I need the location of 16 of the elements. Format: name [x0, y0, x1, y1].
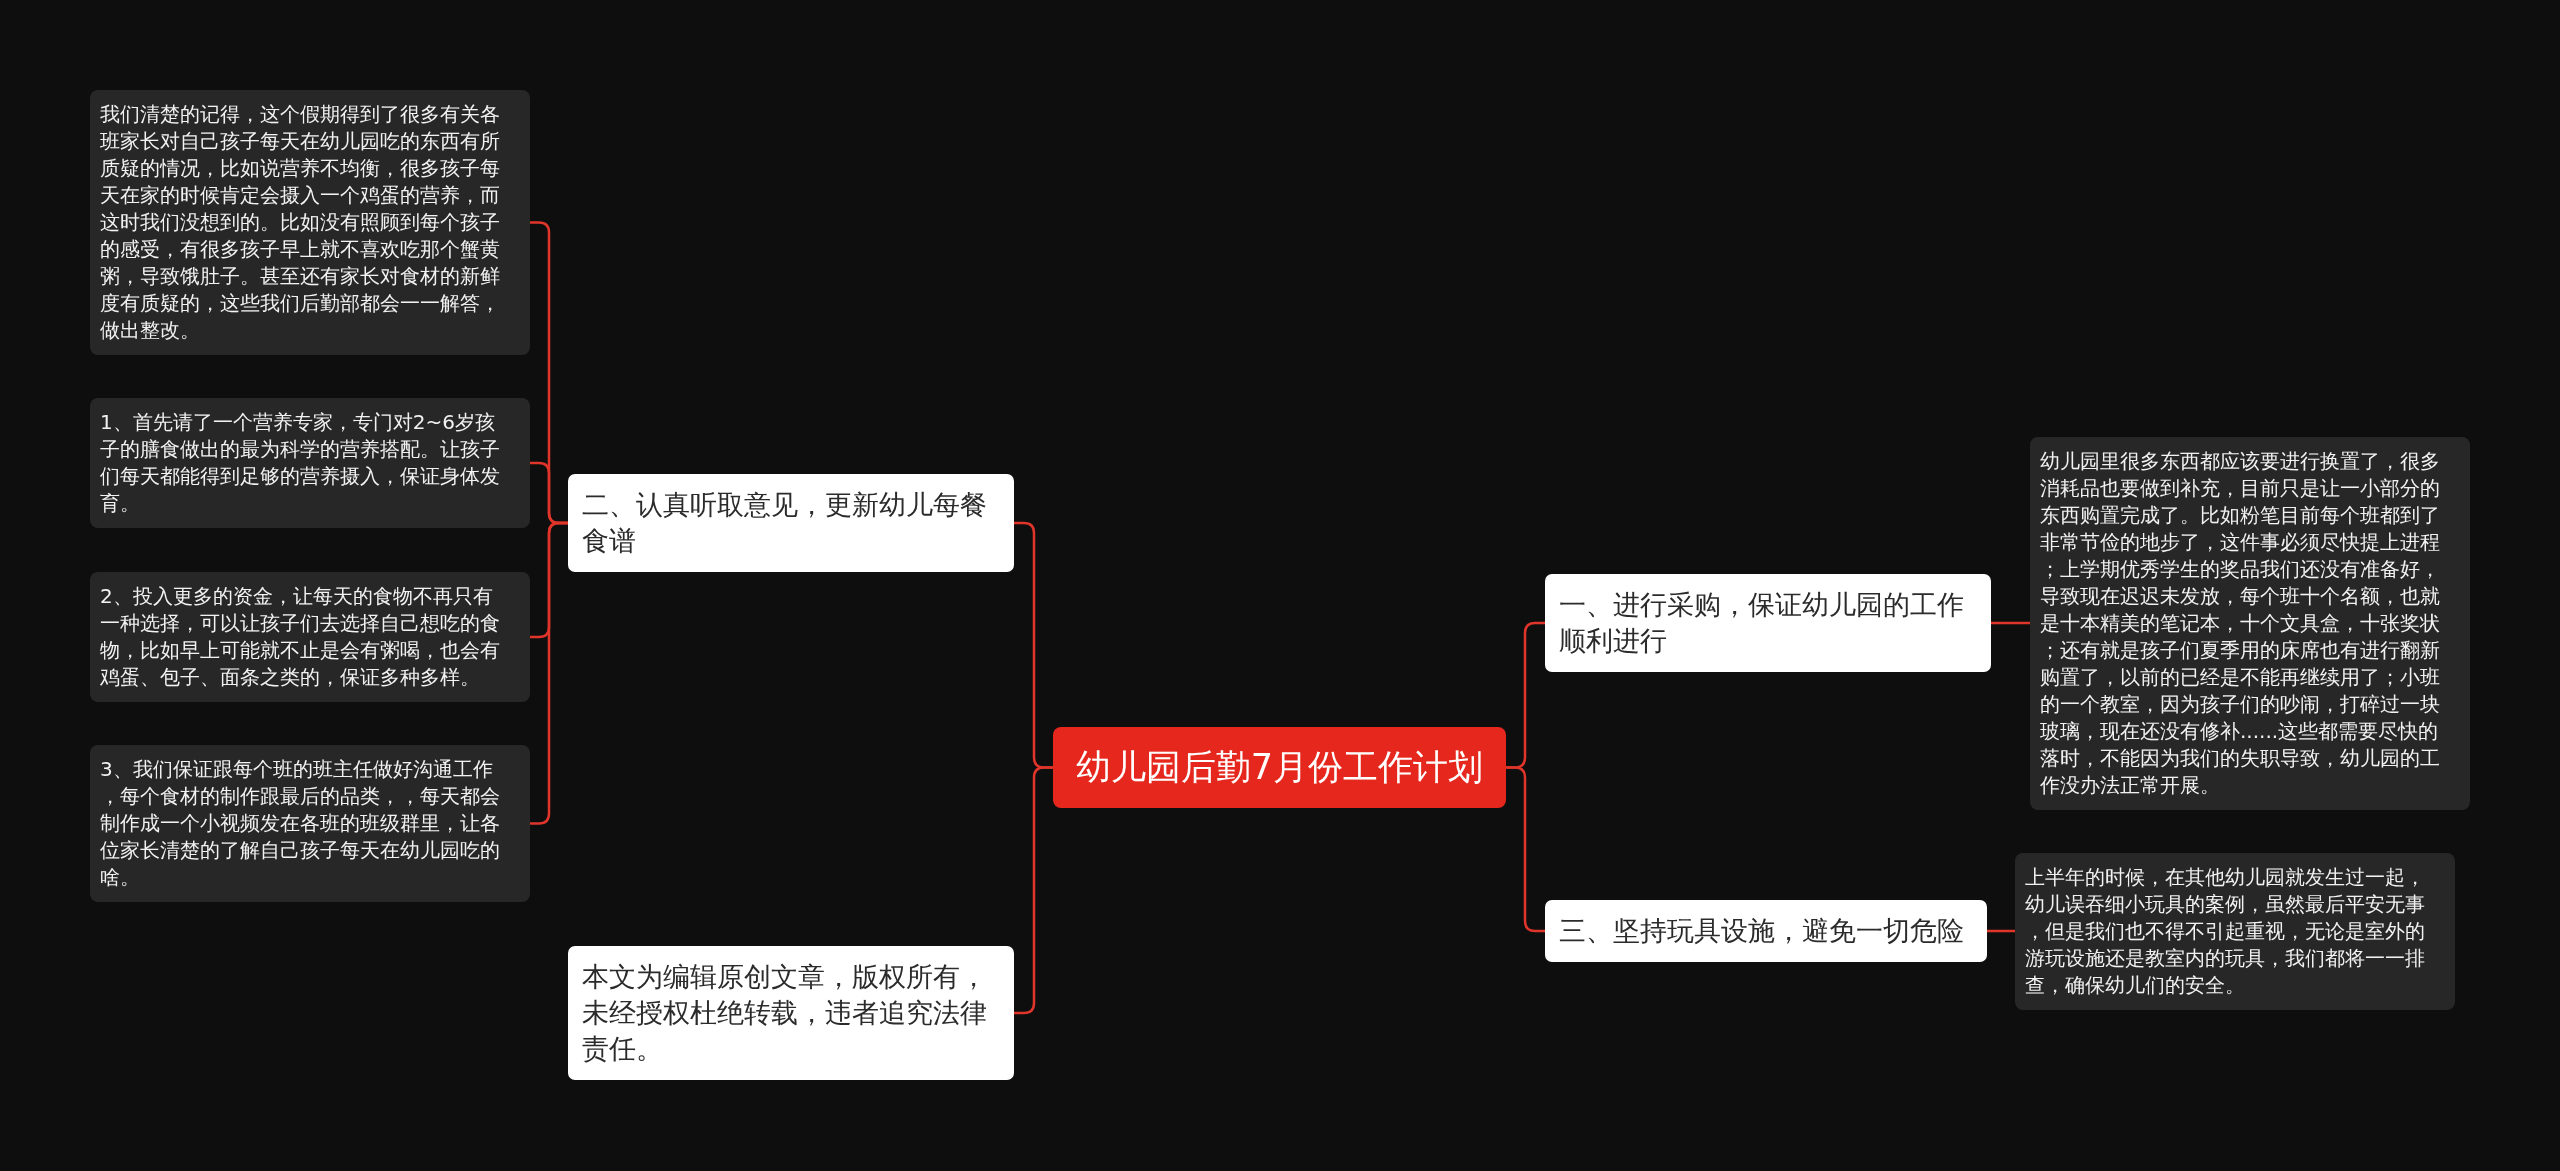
note-card: 1、首先请了一个营养专家，专门对2~6岁孩子的膳食做出的最为科学的营养搭配。让孩子们每天都能得到足够的营养摄入，保证身体发育。	[90, 398, 530, 528]
note-card: 3、我们保证跟每个班的班主任做好沟通工作，每个食材的制作跟最后的品类，，每天都会制作成一个小视频发在各班的班级群里，让各位家长清楚的了解自己孩子每天在幼儿园吃的啥。	[90, 745, 530, 902]
connector-line	[1014, 766, 1053, 1015]
connector-line	[1991, 621, 2030, 625]
central-topic: 幼儿园后勤7月份工作计划	[1053, 727, 1506, 808]
connector-line	[530, 521, 568, 825]
note-card: 幼儿园里很多东西都应该要进行换置了，很多消耗品也要做到补充，目前只是让一小部分的东西购置完成了。比如粉笔目前每个班都到了非常节俭的地步了，这件事必须尽快提上进程；上学期优秀学生的奖品我们还没有准备好，导致现在迟迟未发放，每个班十个名额，也就是十本精美的笔记本，十个文具盒，十张奖状；还有就是孩子们夏季用的床席也有进行翻新购置了，以前的已经是不能再继续用了；小班的一个教室，因为孩子们的吵闹，打碎过一块玻璃，现在还没有修补......这些都需要尽快的落时，不能因为我们的失职导致，幼儿园的工作没办法正常开展。	[2030, 437, 2470, 810]
connector-line	[1506, 766, 1545, 933]
note-card: 上半年的时候，在其他幼儿园就发生过一起，幼儿误吞细小玩具的案例，虽然最后平安无事，但是我们也不得不引起重视，无论是室外的游玩设施还是教室内的玩具，我们都将一一排查，确保幼儿们的安全。	[2015, 853, 2455, 1010]
note-card: 我们清楚的记得，这个假期得到了很多有关各班家长对自己孩子每天在幼儿园吃的东西有所质疑的情况，比如说营养不均衡，很多孩子每天在家的时候肯定会摄入一个鸡蛋的营养，而这时我们没想到的。比如没有照顾到每个孩子的感受，有很多孩子早上就不喜欢吃那个蟹黄粥，导致饿肚子。甚至还有家长对食材的新鲜度有质疑的，这些我们后勤部都会一一解答，做出整改。	[90, 90, 530, 355]
branch-topic: 三、坚持玩具设施，避免一切危险	[1545, 900, 1987, 962]
branch-topic: 本文为编辑原创文章，版权所有，未经授权杜绝转载，违者追究法律责任。	[568, 946, 1014, 1080]
branch-topic: 一、进行采购，保证幼儿园的工作顺利进行	[1545, 574, 1991, 672]
connector-line	[1987, 929, 2015, 933]
branch-topic: 二、认真听取意见，更新幼儿每餐食谱	[568, 474, 1014, 572]
note-card: 2、投入更多的资金，让每天的食物不再只有一种选择，可以让孩子们去选择自己想吃的食物，比如早上可能就不止是会有粥喝，也会有鸡蛋、包子、面条之类的，保证多种多样。	[90, 572, 530, 702]
